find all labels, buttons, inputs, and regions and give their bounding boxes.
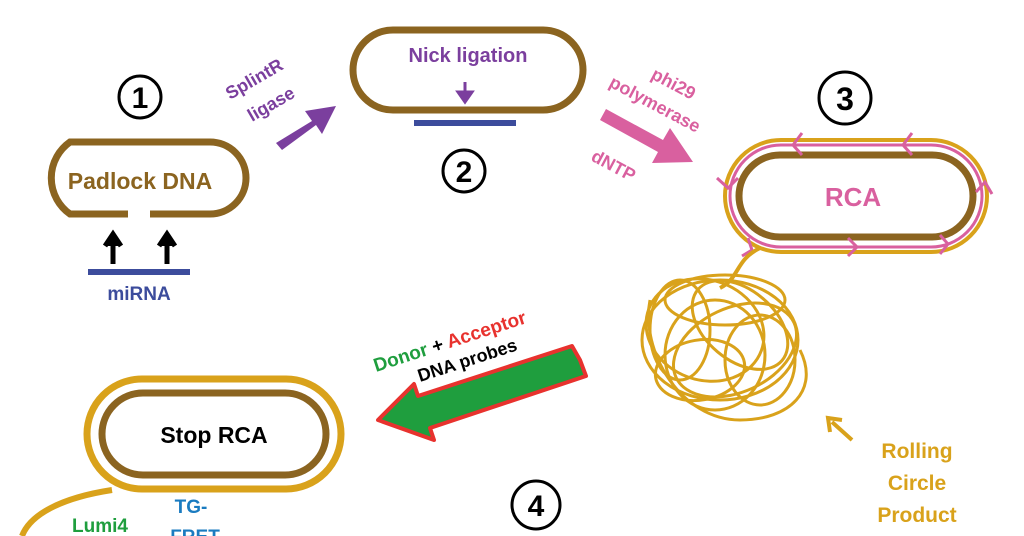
lumi4-label: Lumi4: [72, 516, 128, 536]
rca-label: RCA: [825, 182, 882, 212]
up-arrow-icon: [102, 229, 124, 264]
stop-rca-label: Stop RCA: [160, 422, 267, 448]
stopped-padlock-shape: [98, 389, 330, 479]
green-red-arrow-icon: [376, 344, 588, 442]
padlock-dna-shape: [47, 138, 250, 218]
product-label-line2: Circle: [888, 472, 946, 495]
purple-arrow-icon: [276, 106, 336, 150]
dntp-label: dNTP: [588, 146, 639, 186]
direction-chevron-icons: [715, 132, 994, 258]
probe-arrow: Donor + Acceptor DNA probes: [371, 307, 588, 442]
rolling-circle-product: Rolling Circle Product: [640, 246, 957, 527]
ligated-circle-shape: [349, 26, 587, 114]
step-4: Stop RCA TG- FRET Lumi4 4: [19, 375, 562, 536]
pointer-arrow-icon: [825, 415, 854, 442]
step-3-badge: [817, 70, 873, 126]
product-label-line3: Product: [877, 504, 956, 527]
ligase-arrow: SplintR ligase: [222, 55, 336, 150]
polymerase-arrow: phi29 polymerase dNTP: [588, 64, 704, 186]
step-2-number: 2: [456, 156, 473, 189]
padlock-template: [735, 151, 977, 241]
step-1: 1 Padlock DNA miRNA: [47, 74, 250, 305]
step-2: Nick ligation 2: [349, 26, 587, 194]
pink-arrow-icon: [600, 109, 693, 163]
step-4-number: 4: [528, 490, 545, 523]
padlock-dna-label: Padlock DNA: [68, 168, 212, 194]
nick-ligation-label: Nick ligation: [409, 45, 528, 67]
product-strand-outer: [723, 138, 989, 254]
step-3-number: 3: [836, 81, 854, 117]
probe-bound-strand: [83, 375, 345, 493]
tg-fret-label-line1: TG-: [175, 497, 208, 518]
product-label-line1: Rolling: [881, 440, 952, 463]
step-2-badge: [441, 148, 487, 194]
tg-fret-label-line2: FRET: [170, 527, 220, 536]
down-arrow-icon: [455, 82, 475, 105]
step-4-badge: [510, 479, 562, 531]
up-arrow-icon: [156, 229, 178, 264]
mirna-label: miRNA: [107, 284, 171, 305]
step-1-number: 1: [132, 82, 149, 115]
tangled-dna-icon: [640, 273, 808, 422]
step-3: 3 RCA: [715, 70, 994, 258]
step-1-badge: [117, 74, 163, 120]
